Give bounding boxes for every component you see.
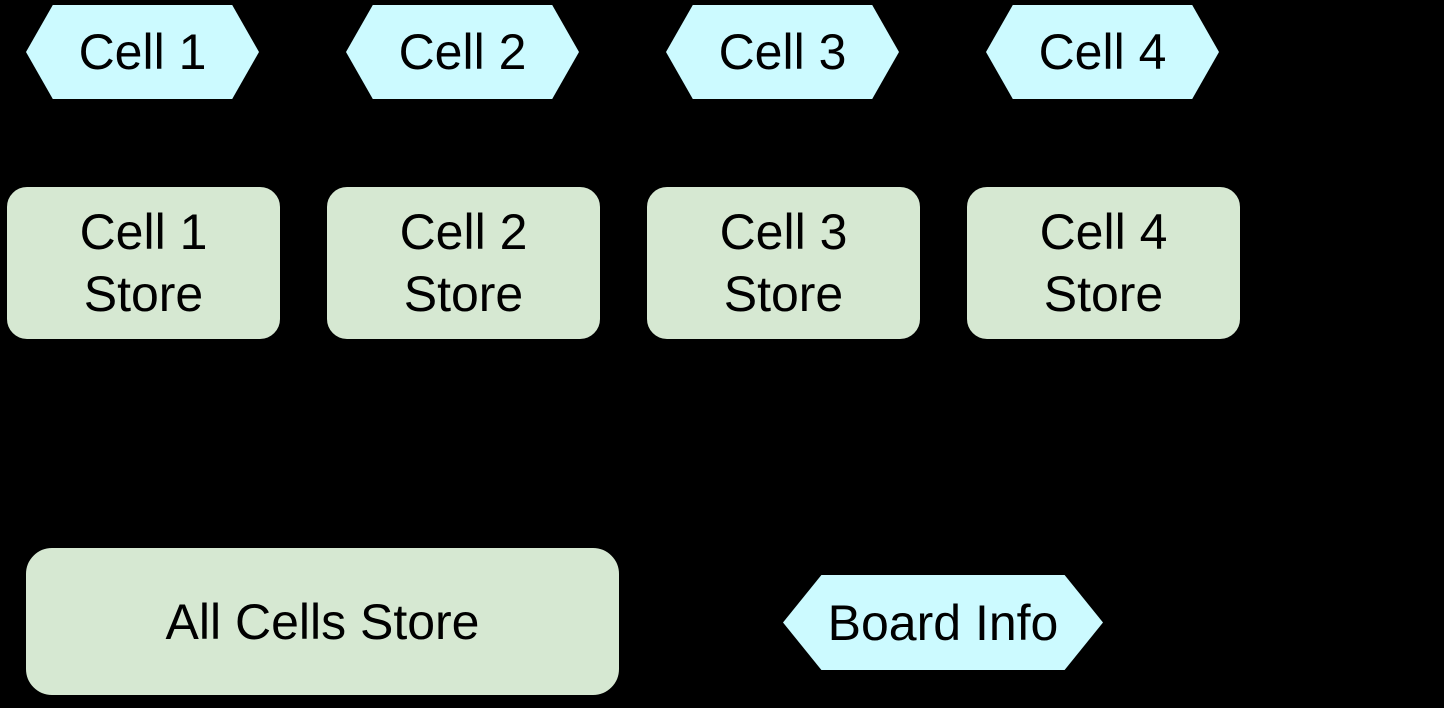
all-cells-store-box: All Cells Store [24, 546, 621, 697]
board-info-tag-hexagon: Board Info [783, 575, 1103, 670]
cell-1-tag-label: Cell 1 [78, 24, 207, 80]
cell-1-store-label: Cell 1 Store [79, 204, 208, 322]
all-cells-store-label: All Cells Store [165, 593, 480, 650]
cell-3-tag-hexagon: Cell 3 [666, 5, 899, 99]
cell-4-store-label: Cell 4 Store [1039, 204, 1168, 322]
cell-4-store-box: Cell 4 Store [965, 185, 1242, 341]
cell-4-tag-hexagon: Cell 4 [986, 5, 1219, 99]
cell-1-tag-hexagon: Cell 1 [26, 5, 259, 99]
cell-2-tag-hexagon: Cell 2 [346, 5, 579, 99]
board-info-tag-label: Board Info [827, 594, 1059, 651]
cell-2-tag-label: Cell 2 [398, 24, 527, 80]
cell-3-tag-label: Cell 3 [718, 24, 847, 80]
cell-3-store-label: Cell 3 Store [719, 204, 848, 322]
cell-2-store-box: Cell 2 Store [325, 185, 602, 341]
cell-3-store-box: Cell 3 Store [645, 185, 922, 341]
cell-4-tag-label: Cell 4 [1038, 24, 1167, 80]
cell-1-store-box: Cell 1 Store [5, 185, 282, 341]
cell-2-store-label: Cell 2 Store [399, 204, 528, 322]
